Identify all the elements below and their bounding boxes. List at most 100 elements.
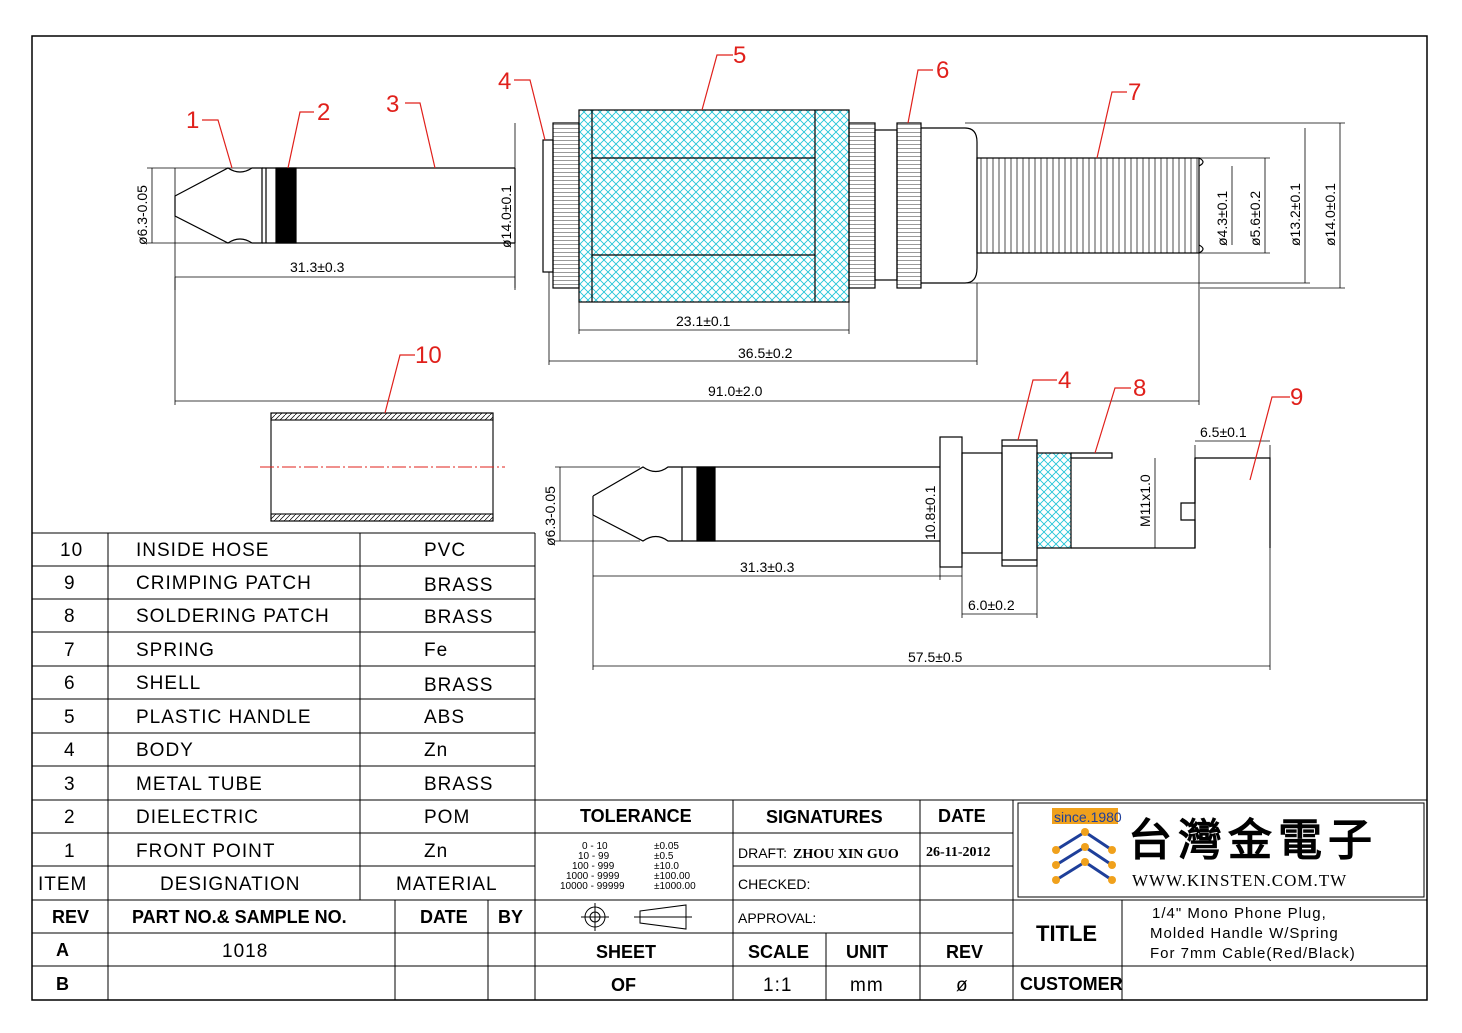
dim-tip-len: 31.3±0.3 xyxy=(290,259,345,275)
logo-company: 台灣金電子 xyxy=(1128,815,1378,866)
bom-item: 4 xyxy=(64,740,76,761)
dim-spring-mid: ø5.6±0.2 xyxy=(1247,191,1263,246)
tolerance-range: 0 - 10 xyxy=(582,841,608,852)
front-point-outline xyxy=(174,167,263,244)
bom-designation: BODY xyxy=(136,740,194,761)
tolerance-range: 100 - 999 xyxy=(572,861,615,872)
title-block: TITLE 1/4" Mono Phone Plug, Molded Handl… xyxy=(1020,905,1356,994)
bom-designation: SPRING xyxy=(136,640,215,661)
bom-item: 8 xyxy=(64,606,76,627)
dim-total2-len: 57.5±0.5 xyxy=(908,649,963,665)
checked-label: CHECKED: xyxy=(738,876,810,892)
logo-since: since.1980 xyxy=(1054,809,1122,825)
tolerance-value: ±0.5 xyxy=(654,851,674,862)
bom-item: 9 xyxy=(64,573,76,594)
bom-item: 1 xyxy=(64,841,76,862)
tolerance-range: 10000 - 99999 xyxy=(560,881,625,892)
title-line: For 7mm Cable(Red/Black) xyxy=(1150,945,1356,962)
dim-crimp-width: 6.5±0.1 xyxy=(1200,424,1247,440)
bom-item: 6 xyxy=(64,673,76,694)
callout-5: 5 xyxy=(733,42,746,69)
body-knurl-left xyxy=(552,122,580,289)
drawing-border xyxy=(31,35,1428,1001)
metal-tube-outline xyxy=(262,167,516,244)
handle-knurl-right xyxy=(848,122,876,289)
callout-numbers: 1 2 3 4 5 6 7 10 4 8 9 xyxy=(186,42,1303,411)
plastic-handle xyxy=(578,109,850,303)
tolerance-value: ±10.0 xyxy=(654,861,679,872)
spring-coil xyxy=(976,157,1200,254)
rev-b: B xyxy=(56,974,69,994)
bom-header-material: MATERIAL xyxy=(396,874,498,895)
rev-header-by: BY xyxy=(498,907,523,927)
signatures-title: SIGNATURES xyxy=(766,807,883,827)
tolerance-value: ±0.05 xyxy=(654,841,679,852)
dim-spring-outer: ø13.2±0.1 xyxy=(1287,183,1303,246)
tolerance-title: TOLERANCE xyxy=(580,806,692,826)
dimension-labels: ø6.3-0.05 31.3±0.3 ø14.0±0.1 23.1±0.1 36… xyxy=(134,183,1338,665)
bom-designation: CRIMPING PATCH xyxy=(136,573,312,594)
scale-label: SCALE xyxy=(748,942,809,962)
bom-material: Fe xyxy=(424,640,448,661)
bom-material: BRASS xyxy=(424,607,493,628)
lower-dimensions xyxy=(555,440,1271,670)
draft-label: DRAFT: xyxy=(738,845,787,861)
bom-header-designation: DESIGNATION xyxy=(160,874,301,895)
body-flange xyxy=(542,139,554,273)
dim-spring-inner: ø4.3±0.1 xyxy=(1214,191,1230,246)
bom-header-item: ITEM xyxy=(38,874,87,895)
tolerance-value: ±100.00 xyxy=(654,871,691,882)
bom-material: POM xyxy=(424,807,470,828)
bom-item: 10 xyxy=(60,540,83,561)
tolerance-block: TOLERANCE 0 - 10 10 - 99 100 - 999 1000 … xyxy=(560,806,696,995)
circuit-icon xyxy=(1055,830,1113,882)
subassembly-view xyxy=(592,436,1271,568)
bom-designation: DIELECTRIC xyxy=(136,807,259,828)
dim-flange-len: 6.0±0.2 xyxy=(968,597,1015,613)
rev-label: REV xyxy=(946,942,983,962)
rev-a: A xyxy=(56,940,69,960)
rev-header-rev: REV xyxy=(52,907,89,927)
bom-rows: 10 INSIDE HOSE PVC 9 CRIMPING PATCH BRAS… xyxy=(38,540,498,895)
bom-material: BRASS xyxy=(424,575,493,596)
title-line: 1/4" Mono Phone Plug, xyxy=(1152,905,1327,922)
bom-item: 5 xyxy=(64,707,76,728)
callout-2: 2 xyxy=(317,99,330,126)
assembled-plug-view xyxy=(174,109,1204,303)
signature-block: SIGNATURES DATE DRAFT: ZHOU XIN GUO 26-1… xyxy=(738,806,991,996)
unit-value: mm xyxy=(850,975,884,996)
callouts xyxy=(202,54,1290,481)
callout-6: 6 xyxy=(936,57,949,84)
title-label: TITLE xyxy=(1036,921,1097,946)
tolerance-range: 1000 - 9999 xyxy=(566,871,620,882)
title-line: Molded Handle W/Spring xyxy=(1150,925,1339,942)
approval-label: APPROVAL: xyxy=(738,910,816,926)
dim-tip-dia: ø6.3-0.05 xyxy=(134,185,150,245)
sheet-label: SHEET xyxy=(596,942,656,962)
bom-material: Zn xyxy=(424,740,448,761)
dim-flange-dia: 10.8±0.1 xyxy=(922,485,938,540)
shell-body xyxy=(921,127,978,284)
callout-4b: 4 xyxy=(1058,367,1071,394)
unit-label: UNIT xyxy=(846,942,888,962)
of-label: OF xyxy=(611,975,636,995)
callout-4: 4 xyxy=(498,68,511,95)
draft-name: ZHOU XIN GUO xyxy=(793,847,899,862)
dim-body-len: 36.5±0.2 xyxy=(738,345,793,361)
company-logo: since.1980 台灣金電子 WWW.KINSTEN.COM.TW xyxy=(1052,808,1378,890)
dim-handle-len: 23.1±0.1 xyxy=(676,313,731,329)
scale-value: 1:1 xyxy=(763,975,792,996)
callout-10: 10 xyxy=(415,342,442,369)
callout-9: 9 xyxy=(1290,384,1303,411)
revision-table: REV PART NO.& SAMPLE NO. DATE BY A 1018 … xyxy=(52,907,523,994)
bom-material: ABS xyxy=(424,707,465,728)
bom-designation: SHELL xyxy=(136,673,201,694)
bom-designation: FRONT POINT xyxy=(136,841,275,862)
projection-symbol-icon xyxy=(581,903,692,931)
dim-total-len: 91.0±2.0 xyxy=(708,383,763,399)
bom-material: Zn xyxy=(424,841,448,862)
bom-material: PVC xyxy=(424,540,466,561)
dim-tip2-len: 31.3±0.3 xyxy=(740,559,795,575)
dim-tip2-dia: ø6.3-0.05 xyxy=(542,486,558,546)
